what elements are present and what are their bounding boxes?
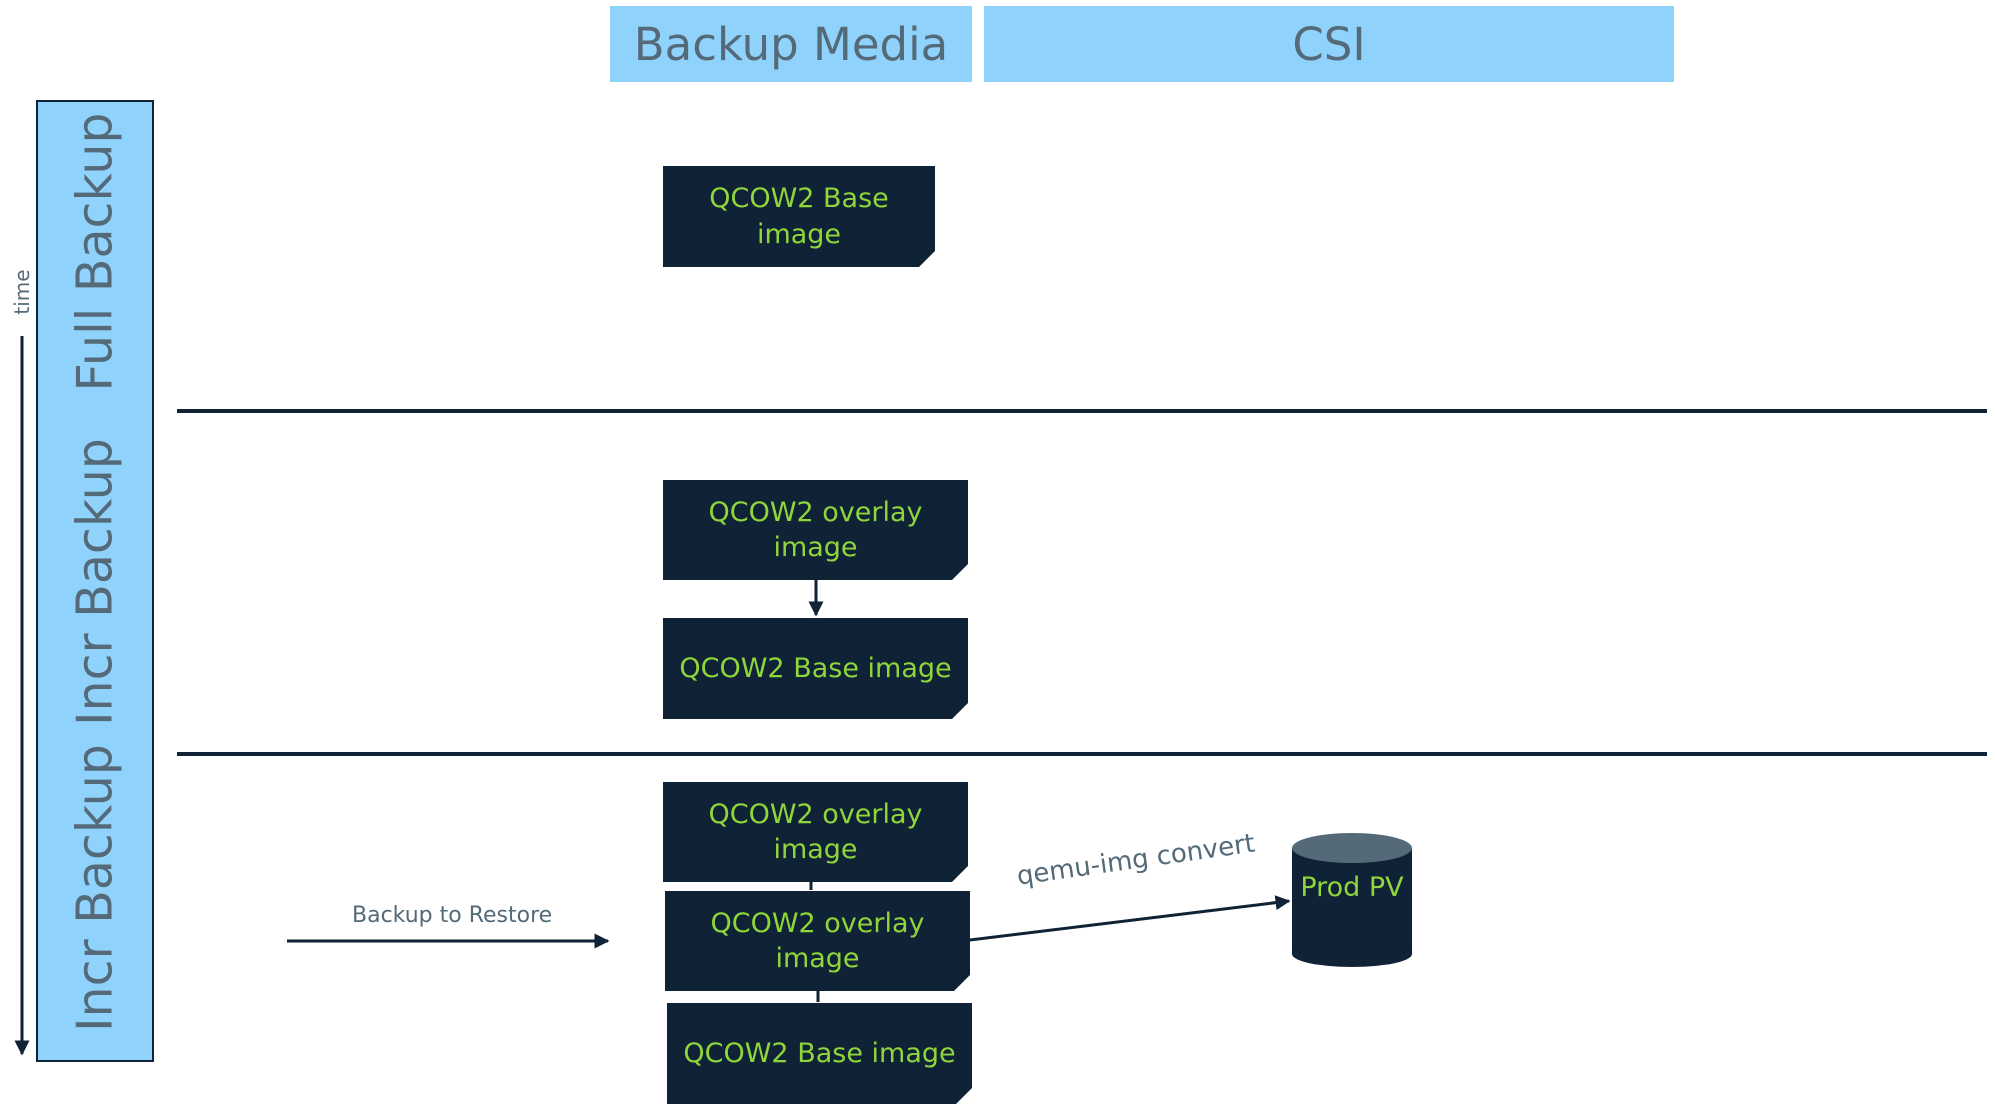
qemu-img-convert-arrow — [969, 895, 1291, 942]
section-divider-2 — [177, 752, 1987, 756]
column-header-csi: CSI — [984, 6, 1674, 82]
prod-pv-label: Prod PV — [1300, 872, 1404, 903]
section-divider-1 — [177, 409, 1987, 413]
prod-pv-cylinder — [1292, 833, 1412, 967]
incr1-base-image-node: QCOW2 Base image — [663, 618, 968, 719]
incr2-overlay-image-mid-node: QCOW2 overlay image — [665, 891, 970, 991]
incr2-base-image-node: QCOW2 Base image — [667, 1003, 972, 1104]
incr1-overlay-image-node: QCOW2 overlay image — [663, 480, 968, 580]
column-header-backup-media: Backup Media — [610, 6, 972, 82]
full-base-image-node: QCOW2 Base image — [663, 166, 935, 267]
backup-to-restore-label: Backup to Restore — [352, 903, 553, 928]
incr2-overlay-image-top-node: QCOW2 overlay image — [663, 782, 968, 882]
phase-bar — [36, 100, 154, 1062]
